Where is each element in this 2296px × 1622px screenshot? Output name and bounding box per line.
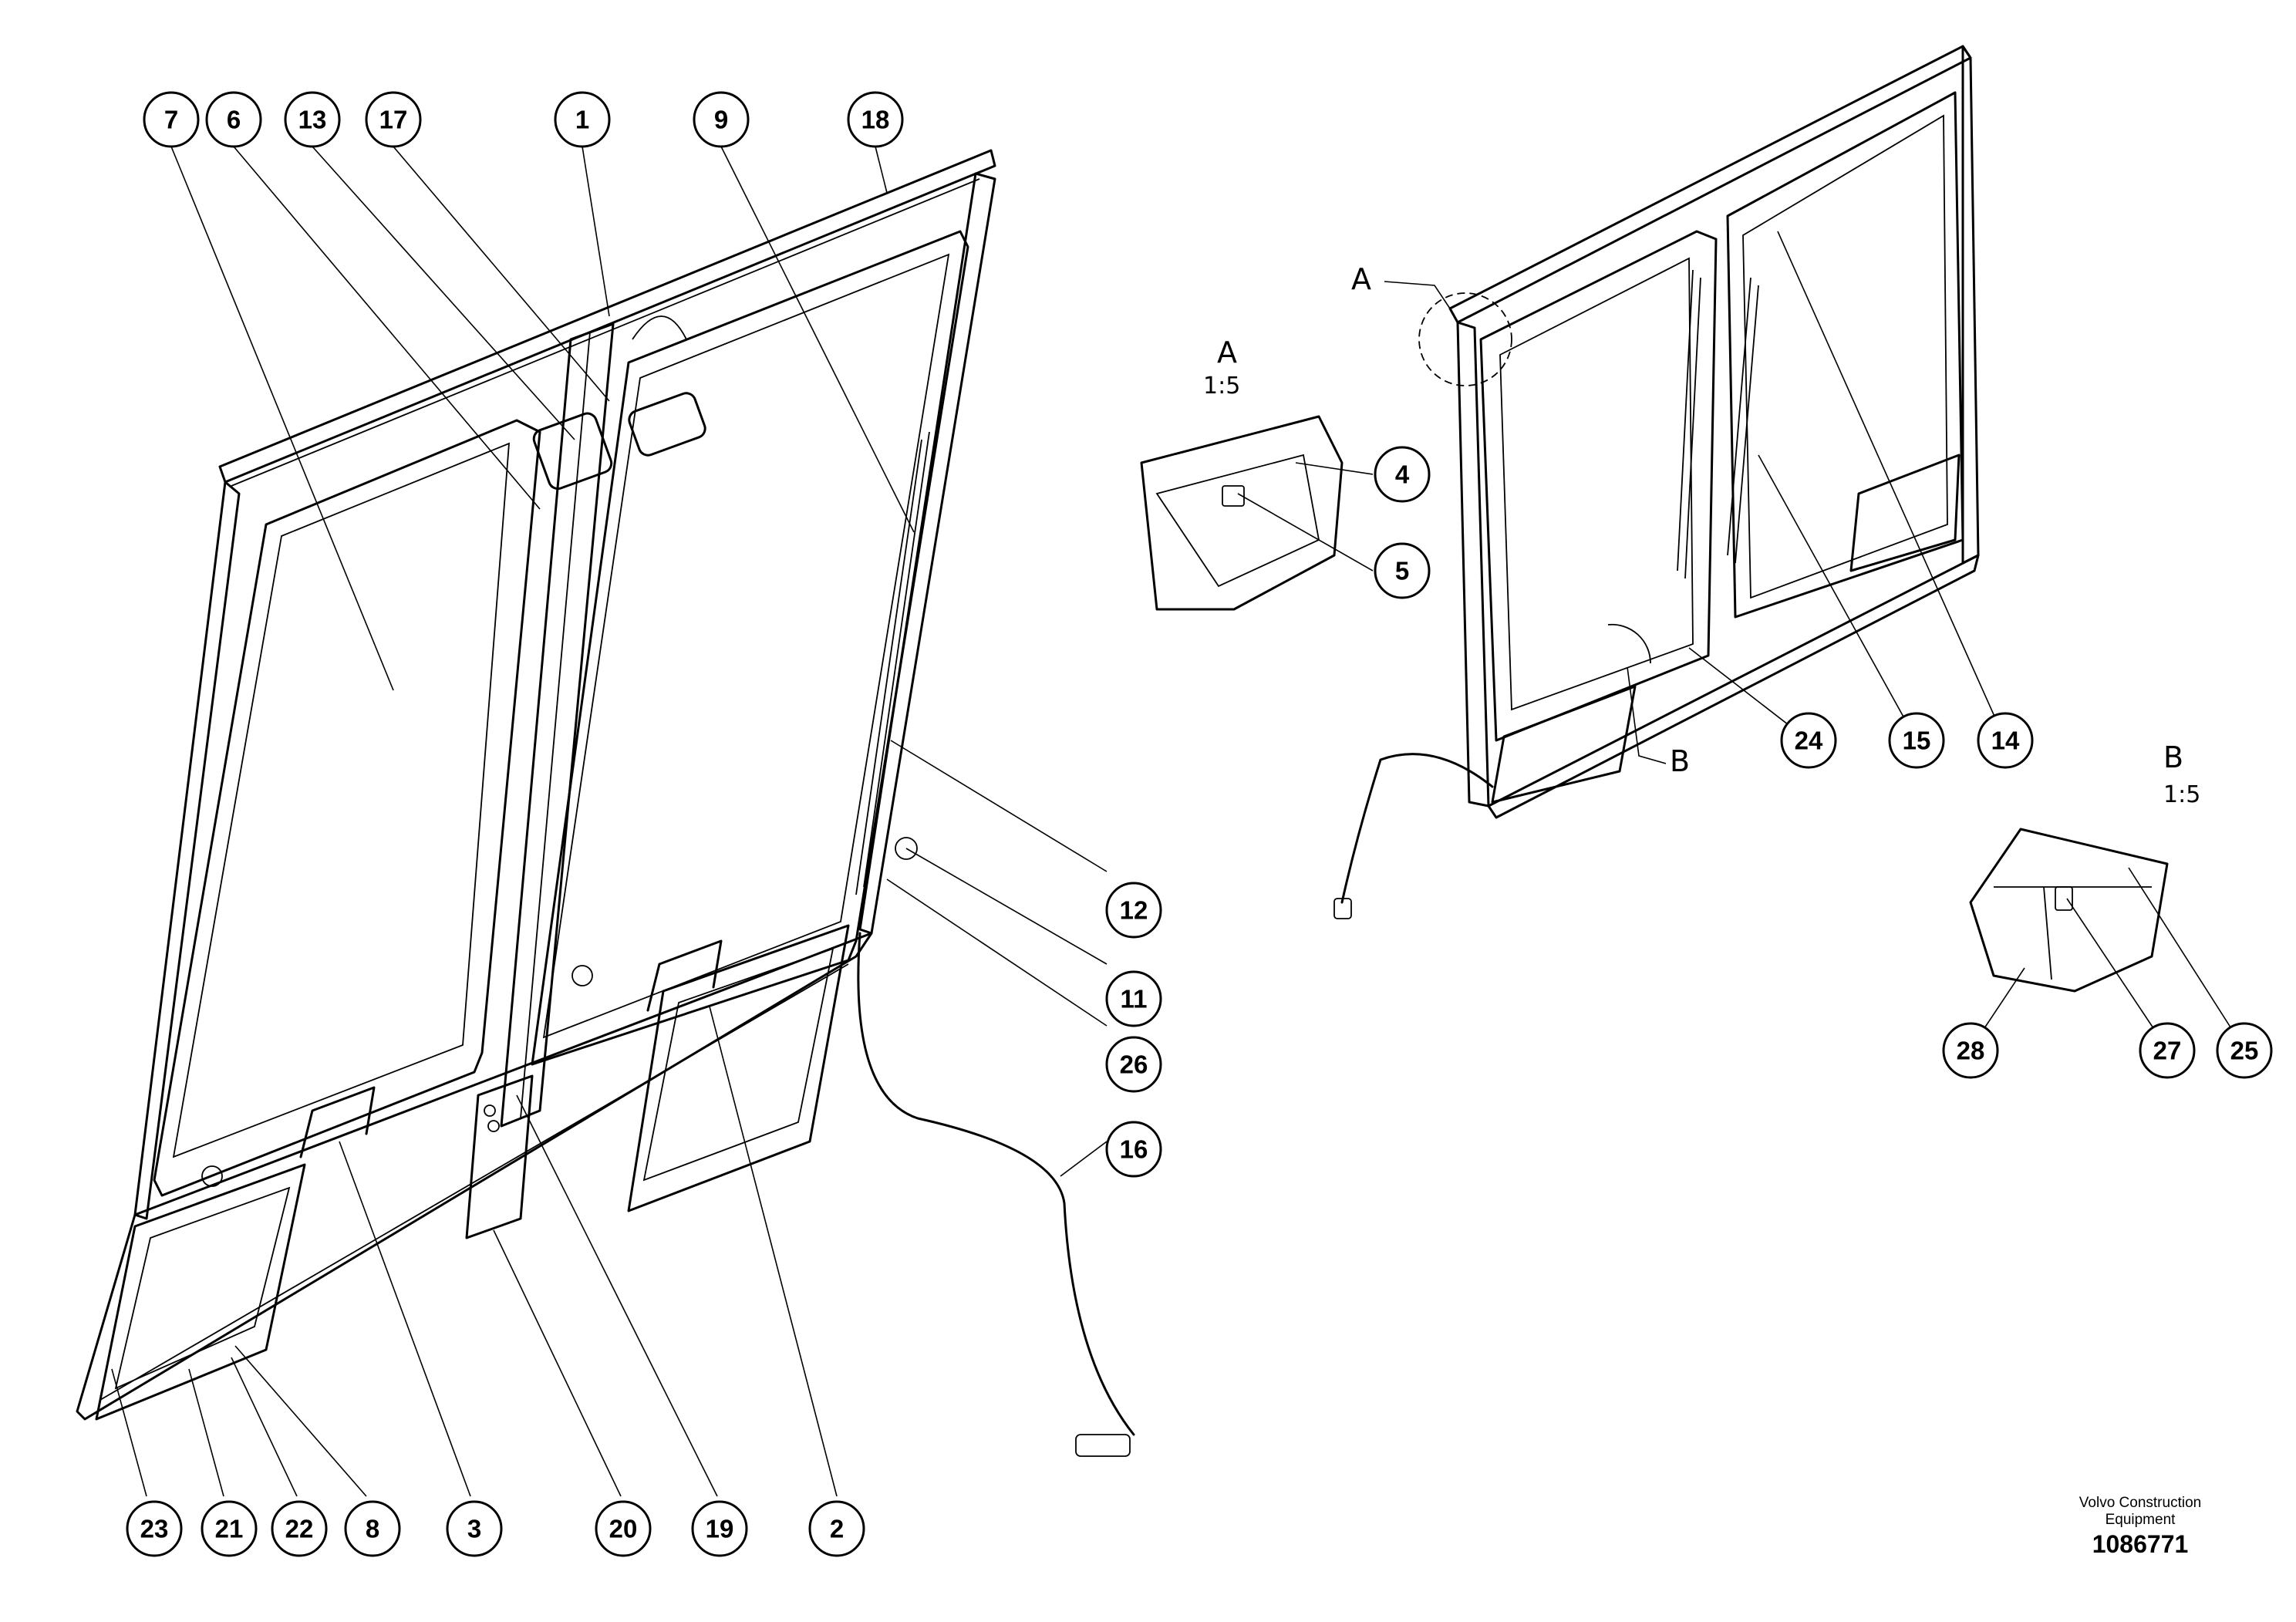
svg-text:7: 7	[164, 106, 178, 134]
brand-line-2: Equipment	[2105, 1512, 2176, 1528]
callout-27: 27	[2139, 1022, 2196, 1079]
svg-text:26: 26	[1120, 1050, 1148, 1079]
detail-a-letter: A	[1217, 336, 1237, 369]
svg-text:19: 19	[706, 1515, 734, 1543]
leader-lines	[111, 146, 2245, 1497]
detail-b-scale: 1:5	[2163, 781, 2200, 808]
svg-text:15: 15	[1903, 727, 1931, 755]
callout-2: 2	[808, 1500, 865, 1557]
callout-19: 19	[691, 1500, 748, 1557]
svg-text:16: 16	[1120, 1135, 1148, 1164]
callout-13: 13	[284, 91, 341, 148]
callout-3: 3	[446, 1500, 503, 1557]
marker-a-letter: A	[1351, 262, 1371, 296]
svg-text:11: 11	[1121, 985, 1148, 1013]
callout-24: 24	[1780, 712, 1837, 769]
svg-text:28: 28	[1957, 1037, 1985, 1065]
callout-26: 26	[1105, 1036, 1162, 1093]
callout-4: 4	[1374, 446, 1431, 503]
callout-14: 14	[1977, 712, 2034, 769]
marker-b-letter: B	[1670, 744, 1690, 778]
brand-line-1: Volvo Construction	[2079, 1495, 2202, 1511]
callout-9: 9	[693, 91, 750, 148]
callout-7: 7	[143, 91, 200, 148]
callout-15: 15	[1888, 712, 1945, 769]
detail-a-scale: 1:5	[1203, 373, 1240, 400]
rear-window-frame-assembly	[76, 149, 1135, 1457]
callout-17: 17	[365, 91, 422, 148]
callout-20: 20	[595, 1500, 652, 1557]
title-block: Volvo Construction Equipment 1086771	[2048, 1495, 2233, 1559]
svg-text:3: 3	[467, 1515, 481, 1543]
svg-text:12: 12	[1120, 896, 1148, 925]
callout-5: 5	[1374, 542, 1431, 599]
callout-8: 8	[344, 1500, 401, 1557]
svg-text:5: 5	[1395, 557, 1409, 585]
svg-text:18: 18	[861, 106, 890, 134]
callout-1: 1	[554, 91, 611, 148]
svg-text:24: 24	[1795, 727, 1823, 755]
document-number: 1086771	[2092, 1530, 2189, 1558]
detail-view-a	[1140, 415, 1344, 611]
svg-text:25: 25	[2230, 1037, 2259, 1065]
svg-text:13: 13	[298, 106, 327, 134]
svg-text:1: 1	[575, 106, 589, 134]
left-glass	[153, 419, 541, 1197]
callout-6: 6	[205, 91, 262, 148]
svg-text:14: 14	[1991, 727, 2020, 755]
rear-window-rear-view	[1333, 45, 1980, 919]
callout-16: 16	[1105, 1121, 1162, 1178]
callout-28: 28	[1942, 1022, 1999, 1079]
callout-18: 18	[847, 91, 904, 148]
detail-b-letter: B	[2163, 740, 2183, 774]
callout-22: 22	[271, 1500, 328, 1557]
detail-view-b	[1969, 828, 2169, 993]
callout-25: 25	[2216, 1022, 2273, 1079]
svg-text:22: 22	[285, 1515, 314, 1543]
callout-11: 11	[1105, 970, 1162, 1027]
svg-text:20: 20	[609, 1515, 638, 1543]
svg-text:8: 8	[366, 1515, 379, 1543]
callout-23: 23	[126, 1500, 183, 1557]
right-glass	[531, 230, 969, 1066]
callout-12: 12	[1105, 882, 1162, 939]
svg-text:9: 9	[714, 106, 728, 134]
callout-21: 21	[201, 1500, 258, 1557]
svg-text:2: 2	[830, 1515, 844, 1543]
svg-text:23: 23	[140, 1515, 169, 1543]
svg-text:4: 4	[1395, 460, 1410, 489]
svg-text:6: 6	[227, 106, 241, 134]
svg-text:21: 21	[215, 1515, 244, 1543]
svg-text:27: 27	[2153, 1037, 2182, 1065]
svg-text:17: 17	[379, 106, 408, 134]
